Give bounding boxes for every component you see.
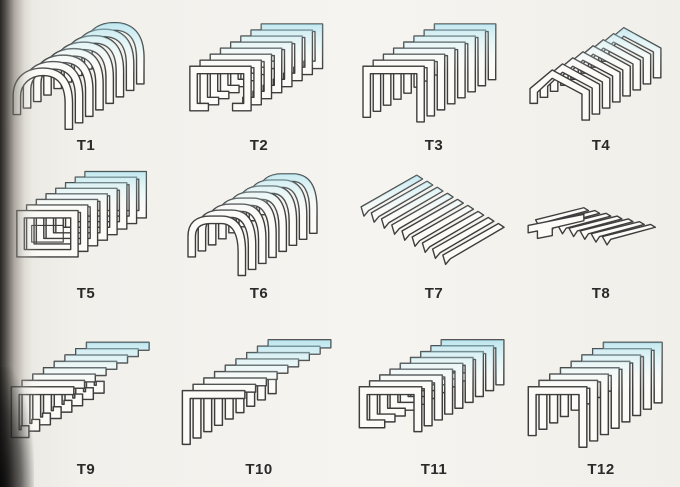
figure-label: T4 [591,137,611,154]
figure-label: T7 [424,285,444,302]
figure-label: T3 [424,137,444,154]
figure-label: T1 [76,137,96,154]
angle-bellows-drawing [181,339,332,446]
figure-t5: T5 [2,163,170,311]
figure-label: T8 [591,285,611,302]
gable-bellows-drawing [529,27,662,121]
angle-hook-bellows-drawing [10,341,150,439]
c-channel-bellows-drawing [189,23,324,112]
figure-t8: T8 [520,163,680,311]
figure-label: T5 [76,285,96,302]
figure-label: T6 [249,285,269,302]
stepped-flat-bellows-drawing [527,207,656,246]
figure-t2: T2 [170,0,348,163]
figure-label: T9 [76,461,96,478]
closed-frame-bellows-drawing [16,170,148,258]
figure-label: T2 [249,137,269,154]
flat-top-bellows-drawing [187,173,318,277]
flat-pleated-bellows-drawing [360,174,505,266]
flanged-channel-bellows-drawing [358,339,505,433]
figure-t12: T12 [520,311,680,487]
inverted-u-bellows-drawing [362,23,497,123]
figure-label: T10 [245,461,273,478]
figure-t10: T10 [170,311,348,487]
figure-t9: T9 [2,311,170,487]
arched-bellows-drawing [12,21,145,131]
figure-label: T11 [420,461,448,478]
figure-t7: T7 [348,163,520,311]
figure-t3: T3 [348,0,520,163]
figure-t11: T11 [348,311,520,487]
figure-t1: T1 [2,0,170,163]
inverted-u-tall-bellows-drawing [527,341,663,448]
figure-t4: T4 [520,0,680,163]
figure-label: T12 [587,461,615,478]
figure-t6: T6 [170,163,348,311]
